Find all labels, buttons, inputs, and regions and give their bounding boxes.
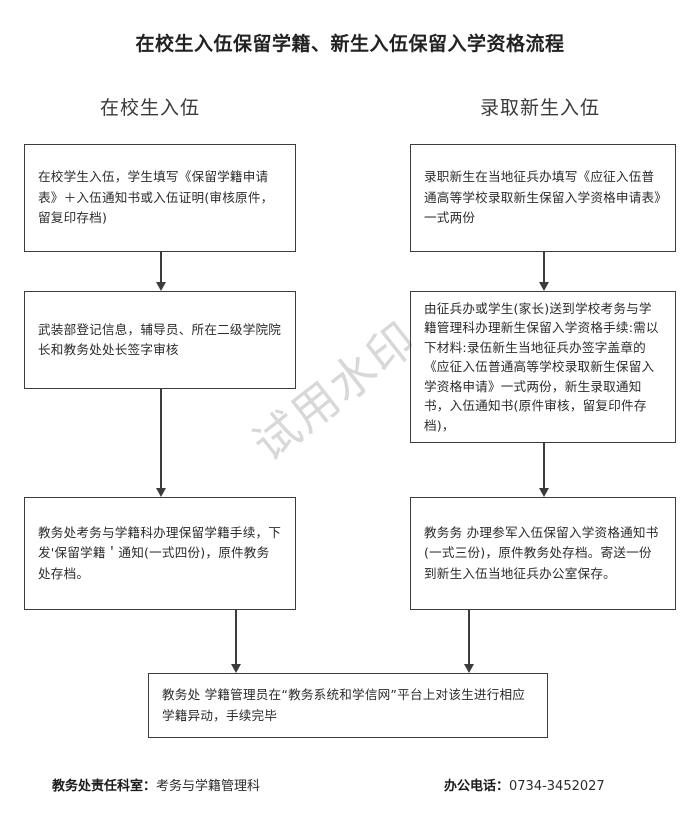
arrow-head-icon bbox=[538, 488, 549, 497]
flow-box-text: 教务务 办理参军入伍保留入学资格通知书(一式三份)，原件教务处存档。寄送一份到新… bbox=[424, 524, 659, 581]
arrow-stem bbox=[543, 443, 545, 489]
flow-box-text: 教务处 学籍管理员在“教务系统和学信网”平台上对该生进行相应学籍异动，手续完毕 bbox=[162, 687, 526, 723]
footer-department: 教务处责任科室：考务与学籍管理科 bbox=[52, 775, 260, 794]
arrow-head-icon bbox=[155, 282, 166, 291]
arrow-stem bbox=[468, 610, 470, 665]
arrow-stem bbox=[160, 389, 162, 489]
arrow-head-icon bbox=[463, 664, 474, 673]
footer-department-value: 考务与学籍管理科 bbox=[156, 779, 261, 794]
flow-box-left-step-1: 在校学生入伍，学生填写《保留学籍申请表》＋入伍通知书或入伍证明(审核原件，留复印… bbox=[24, 144, 296, 252]
footer-department-label: 教务处责任科室： bbox=[52, 779, 157, 794]
arrow-stem bbox=[235, 610, 237, 665]
column-heading-admitted-freshmen: 录取新生入伍 bbox=[480, 97, 601, 119]
arrow-head-icon bbox=[155, 488, 166, 497]
column-heading-enrolled-students: 在校生入伍 bbox=[100, 97, 201, 119]
flow-box-text: 由征兵办或学生(家长)送到学校考务与学籍管理科办理新生保留入学资格手续:需以下材… bbox=[424, 300, 659, 433]
footer-phone-label: 办公电话： bbox=[444, 779, 510, 794]
arrow-head-icon bbox=[538, 282, 549, 291]
flow-box-text: 教务处考务与学籍科办理保留学籍手续，下发'保留学籍＇通知(一式四份)，原件教务处… bbox=[38, 524, 282, 581]
flow-box-text: 武装部登记信息，辅导员、所在二级学院院长和教务处处长签字审核 bbox=[38, 321, 282, 357]
arrow-head-icon bbox=[230, 664, 241, 673]
footer: 教务处责任科室：考务与学籍管理科 办公电话：0734-3452027 bbox=[0, 775, 700, 797]
page-title: 在校生入伍保留学籍、新生入伍保留入学资格流程 bbox=[135, 33, 565, 55]
flow-box-final-step: 教务处 学籍管理员在“教务系统和学信网”平台上对该生进行相应学籍异动，手续完毕 bbox=[148, 673, 548, 738]
arrow-stem bbox=[543, 252, 545, 283]
flow-box-text: 在校学生入伍，学生填写《保留学籍申请表》＋入伍通知书或入伍证明(审核原件，留复印… bbox=[38, 169, 274, 226]
footer-phone: 办公电话：0734-3452027 bbox=[444, 775, 605, 794]
flow-box-right-step-3: 教务务 办理参军入伍保留入学资格通知书(一式三份)，原件教务处存档。寄送一份到新… bbox=[410, 497, 676, 610]
flow-box-right-step-2: 由征兵办或学生(家长)送到学校考务与学籍管理科办理新生保留入学资格手续:需以下材… bbox=[410, 291, 676, 443]
footer-phone-value: 0734-3452027 bbox=[509, 779, 605, 794]
flow-box-right-step-1: 录职新生在当地征兵办填写《应征入伍普通高等学校录取新生保留入学资格申请表》一式两… bbox=[410, 144, 676, 252]
flow-box-text: 录职新生在当地征兵办填写《应征入伍普通高等学校录取新生保留入学资格申请表》一式两… bbox=[424, 169, 661, 226]
flow-box-left-step-2: 武装部登记信息，辅导员、所在二级学院院长和教务处处长签字审核 bbox=[24, 291, 296, 389]
arrow-stem bbox=[160, 252, 162, 283]
flow-box-left-step-3: 教务处考务与学籍科办理保留学籍手续，下发'保留学籍＇通知(一式四份)，原件教务处… bbox=[24, 497, 296, 610]
